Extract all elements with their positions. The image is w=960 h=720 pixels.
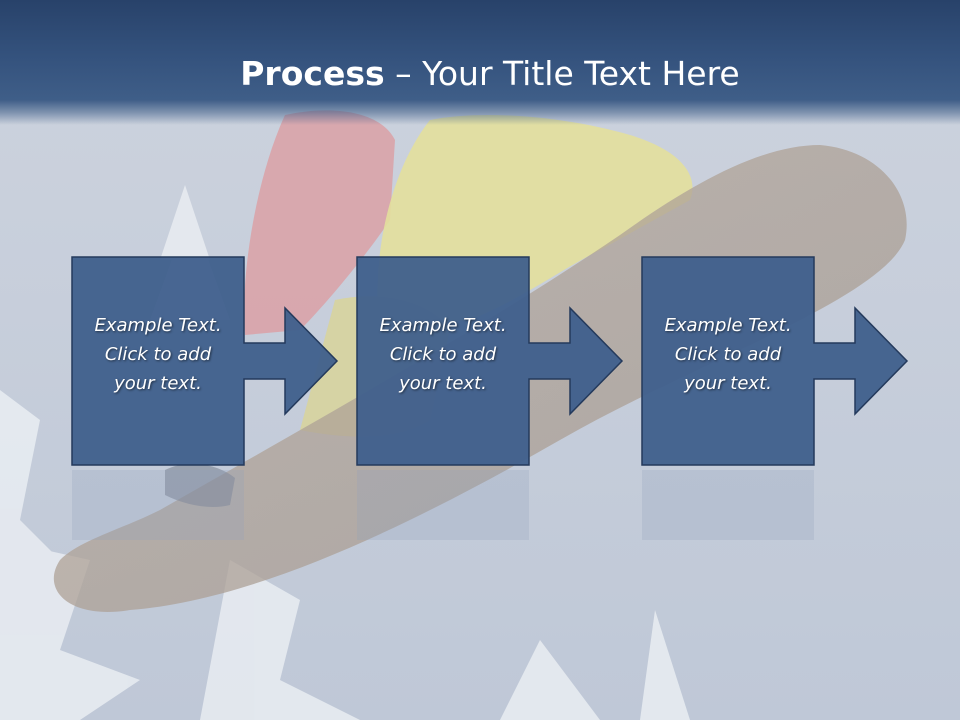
title-bold: Process [240,54,385,93]
process-step-1[interactable]: Example Text. Click to add your text. [71,256,351,556]
step-text-line: Example Text. [94,315,222,336]
step-text[interactable]: Example Text. Click to add your text. [71,311,245,398]
step-text-line: your text. [684,373,772,394]
step-text-line: Click to add [104,344,212,365]
process-step-2[interactable]: Example Text. Click to add your text. [356,256,636,556]
right-arrow-icon [71,256,339,466]
step-text-line: Example Text. [379,315,507,336]
step-text-line: your text. [399,373,487,394]
right-arrow-icon [356,256,624,466]
title-bar [0,0,960,125]
step-text[interactable]: Example Text. Click to add your text. [356,311,530,398]
step-text-line: Click to add [389,344,497,365]
step-text-line: your text. [114,373,202,394]
right-arrow-icon [641,256,909,466]
step-text-line: Example Text. [664,315,792,336]
step-text[interactable]: Example Text. Click to add your text. [641,311,815,398]
process-step-3[interactable]: Example Text. Click to add your text. [641,256,921,556]
slide-title[interactable]: Process – Your Title Text Here [0,52,960,96]
title-rest: – Your Title Text Here [384,54,740,93]
step-text-line: Click to add [674,344,782,365]
